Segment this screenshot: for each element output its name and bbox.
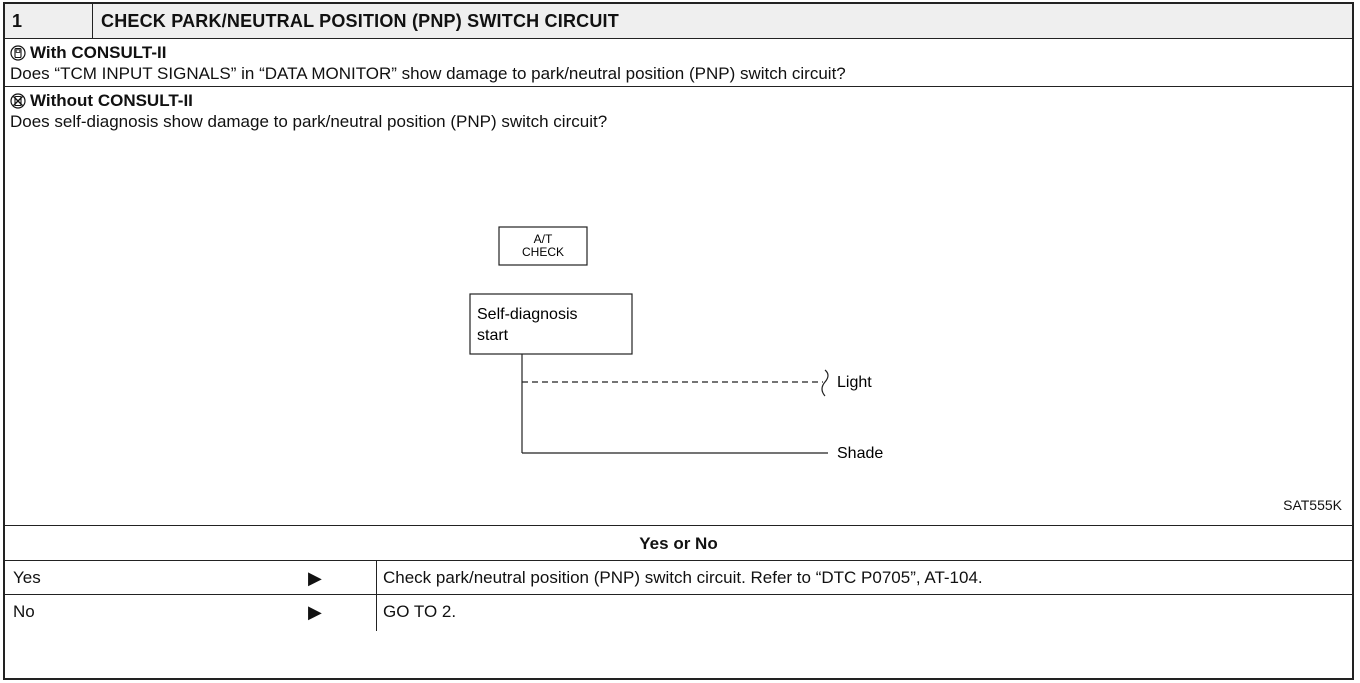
answer-key: Yes	[13, 568, 41, 587]
answer-row-yes: Yes ▶ Check park/neutral position (PNP) …	[5, 561, 1352, 595]
figure-code: SAT555K	[1283, 497, 1342, 513]
step-number: 1	[5, 4, 93, 38]
yes-or-no-row: Yes or No	[5, 526, 1352, 561]
without-consult-heading: Without CONSULT-II	[30, 91, 193, 110]
self-diagnosis-start-label: start	[477, 327, 509, 344]
at-check-box	[498, 226, 588, 266]
self-diagnosis-label: Self-diagnosis	[477, 306, 578, 323]
at-check-label-bottom: CHECK	[522, 245, 564, 259]
diagnostic-procedure-table: 1 CHECK PARK/NEUTRAL POSITION (PNP) SWIT…	[3, 2, 1354, 680]
answer-action: GO TO 2.	[383, 602, 457, 621]
answer-key: No	[13, 602, 35, 621]
step-header: 1 CHECK PARK/NEUTRAL POSITION (PNP) SWIT…	[5, 4, 1352, 39]
arrow-right-icon: ▶	[308, 568, 322, 588]
without-consult-question: Does self-diagnosis show damage to park/…	[10, 112, 608, 131]
without-consult-section: Without CONSULT-II Does self-diagnosis s…	[5, 87, 1352, 526]
consult-tool-icon	[10, 45, 26, 61]
light-label: Light	[837, 374, 872, 391]
with-consult-question: Does “TCM INPUT SIGNALS” in “DATA MONITO…	[10, 64, 846, 83]
with-consult-heading: With CONSULT-II	[30, 43, 167, 62]
yes-or-no-label: Yes or No	[639, 534, 718, 553]
step-title: CHECK PARK/NEUTRAL POSITION (PNP) SWITCH…	[101, 11, 619, 31]
shade-label: Shade	[837, 445, 883, 462]
light-tilde-mark	[821, 369, 829, 397]
no-consult-icon	[10, 93, 26, 109]
answer-row-no: No ▶ GO TO 2.	[5, 595, 1352, 631]
self-diagnosis-box	[469, 293, 633, 355]
self-diagnosis-diagram: A/T CHECK Self-diagnosis start Light Sha…	[469, 226, 883, 462]
at-check-label-top: A/T	[534, 232, 553, 246]
arrow-right-icon: ▶	[308, 602, 322, 622]
with-consult-section: With CONSULT-II Does “TCM INPUT SIGNALS”…	[5, 39, 1352, 87]
answer-action: Check park/neutral position (PNP) switch…	[383, 568, 983, 587]
